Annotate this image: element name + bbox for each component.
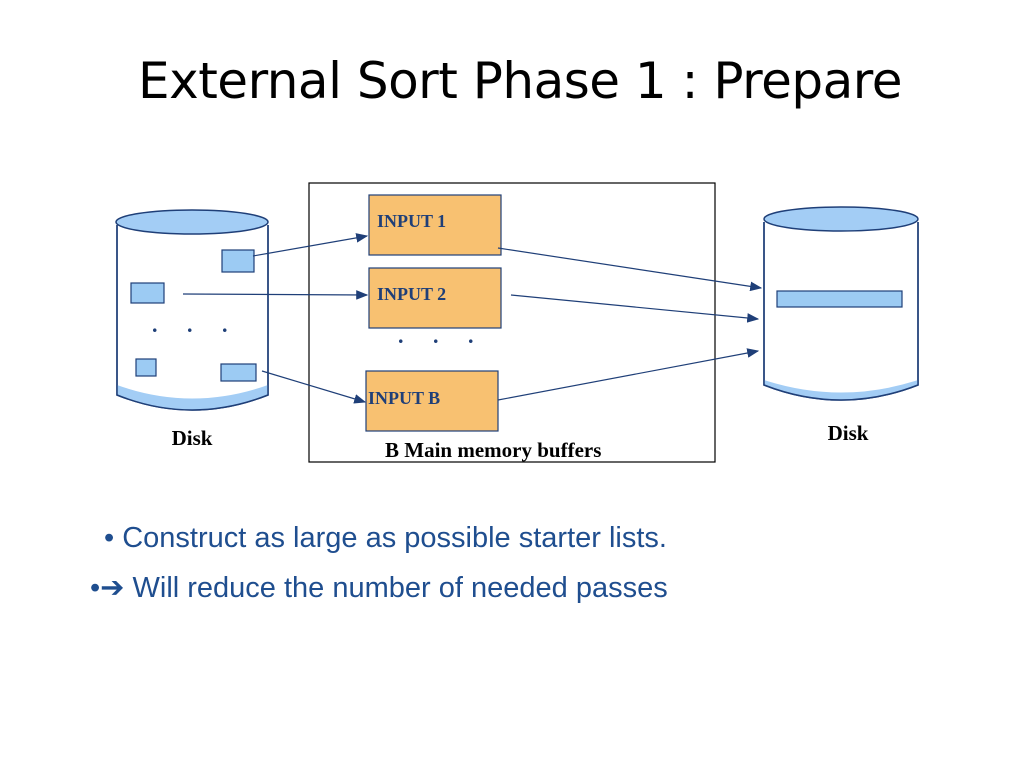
memory-label: B Main memory buffers <box>385 438 601 462</box>
arrow-block1-to-input1 <box>252 233 369 257</box>
arrow-block4-to-inputb <box>261 370 367 404</box>
disk-block-3 <box>135 358 157 377</box>
arrow-block2-to-input2 <box>182 290 369 300</box>
output-run-block <box>776 290 903 308</box>
left-disk-label: Disk <box>172 426 213 450</box>
input-buffer-1 <box>368 194 502 256</box>
left-disk-dots: . . . <box>152 312 240 337</box>
input-buffer-1-label: INPUT 1 <box>377 211 446 231</box>
input-buffer-b-label: INPUT B <box>368 388 440 408</box>
input-buffer-2 <box>368 267 502 329</box>
buffer-dots: . . . <box>398 323 486 348</box>
slide-title: External Sort Phase 1 : Prepare <box>138 52 902 110</box>
arrow-inputb-to-disk <box>497 348 760 401</box>
arrow-input1-to-disk <box>497 247 763 292</box>
bullet-2: •➔ Will reduce the number of needed pass… <box>90 572 668 604</box>
disk-block-1 <box>221 249 255 273</box>
disk-block-2 <box>130 282 165 304</box>
input-buffer-2-label: INPUT 2 <box>377 284 446 304</box>
right-disk <box>763 206 919 401</box>
right-disk-label: Disk <box>828 421 869 445</box>
main-memory-box <box>308 182 716 463</box>
arrow-input2-to-disk <box>510 294 760 323</box>
disk-block-4 <box>220 363 257 382</box>
bullet-1: • Construct as large as possible starter… <box>104 522 667 554</box>
